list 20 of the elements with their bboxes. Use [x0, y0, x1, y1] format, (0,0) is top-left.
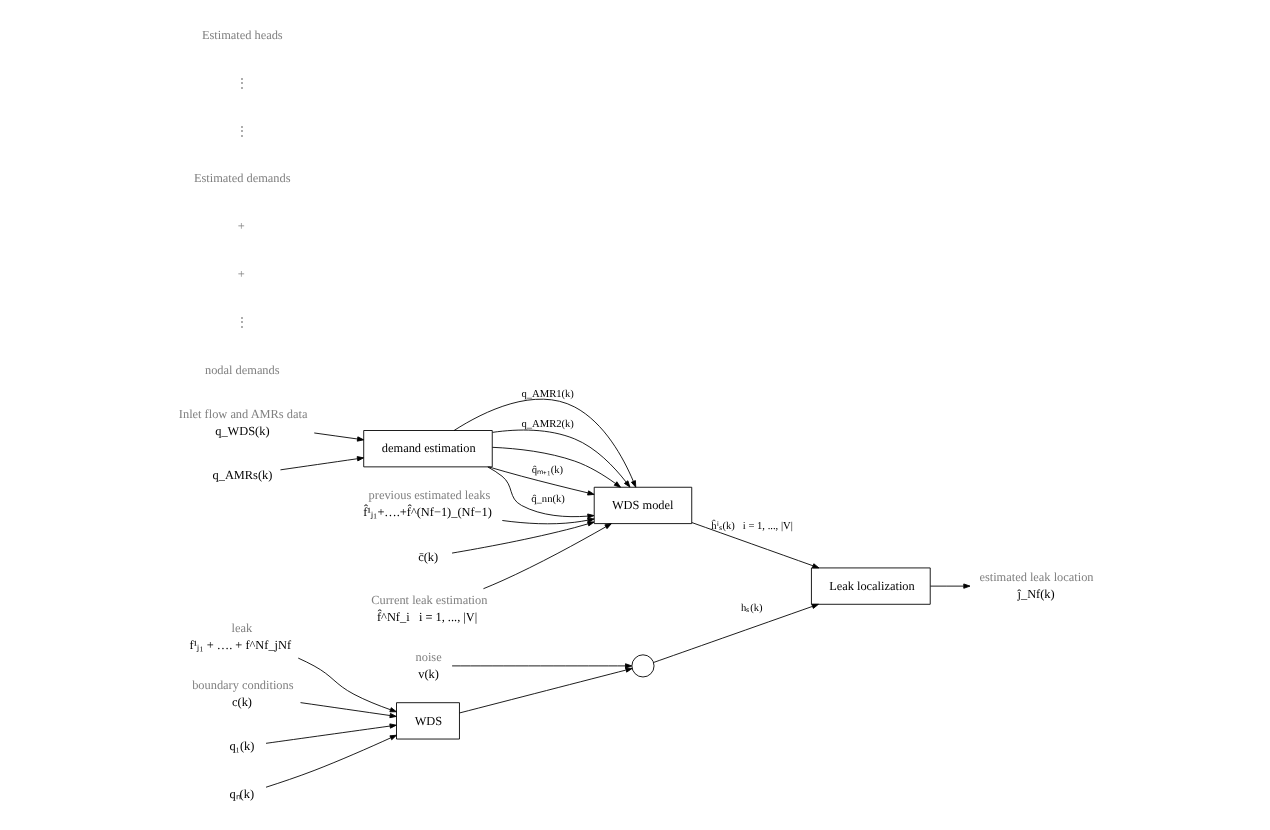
arrow: [297, 657, 397, 713]
arrow: [451, 663, 633, 669]
node-circle: [631, 654, 655, 678]
arrow: [691, 522, 820, 569]
arrow: [265, 723, 397, 744]
arrow: [501, 517, 595, 525]
arrow: [453, 398, 637, 488]
arrow: [488, 466, 595, 496]
arrow: [313, 432, 365, 442]
arrow: [487, 466, 595, 519]
arrow: [930, 583, 971, 589]
arrow: [483, 523, 612, 590]
arrow: [459, 667, 633, 714]
arrow: [492, 429, 631, 488]
arrow: [300, 702, 397, 719]
arrow: [451, 521, 595, 554]
arrow: [280, 456, 365, 471]
arrow: [653, 603, 819, 663]
arrow: [265, 734, 397, 788]
arrow: [491, 446, 621, 488]
